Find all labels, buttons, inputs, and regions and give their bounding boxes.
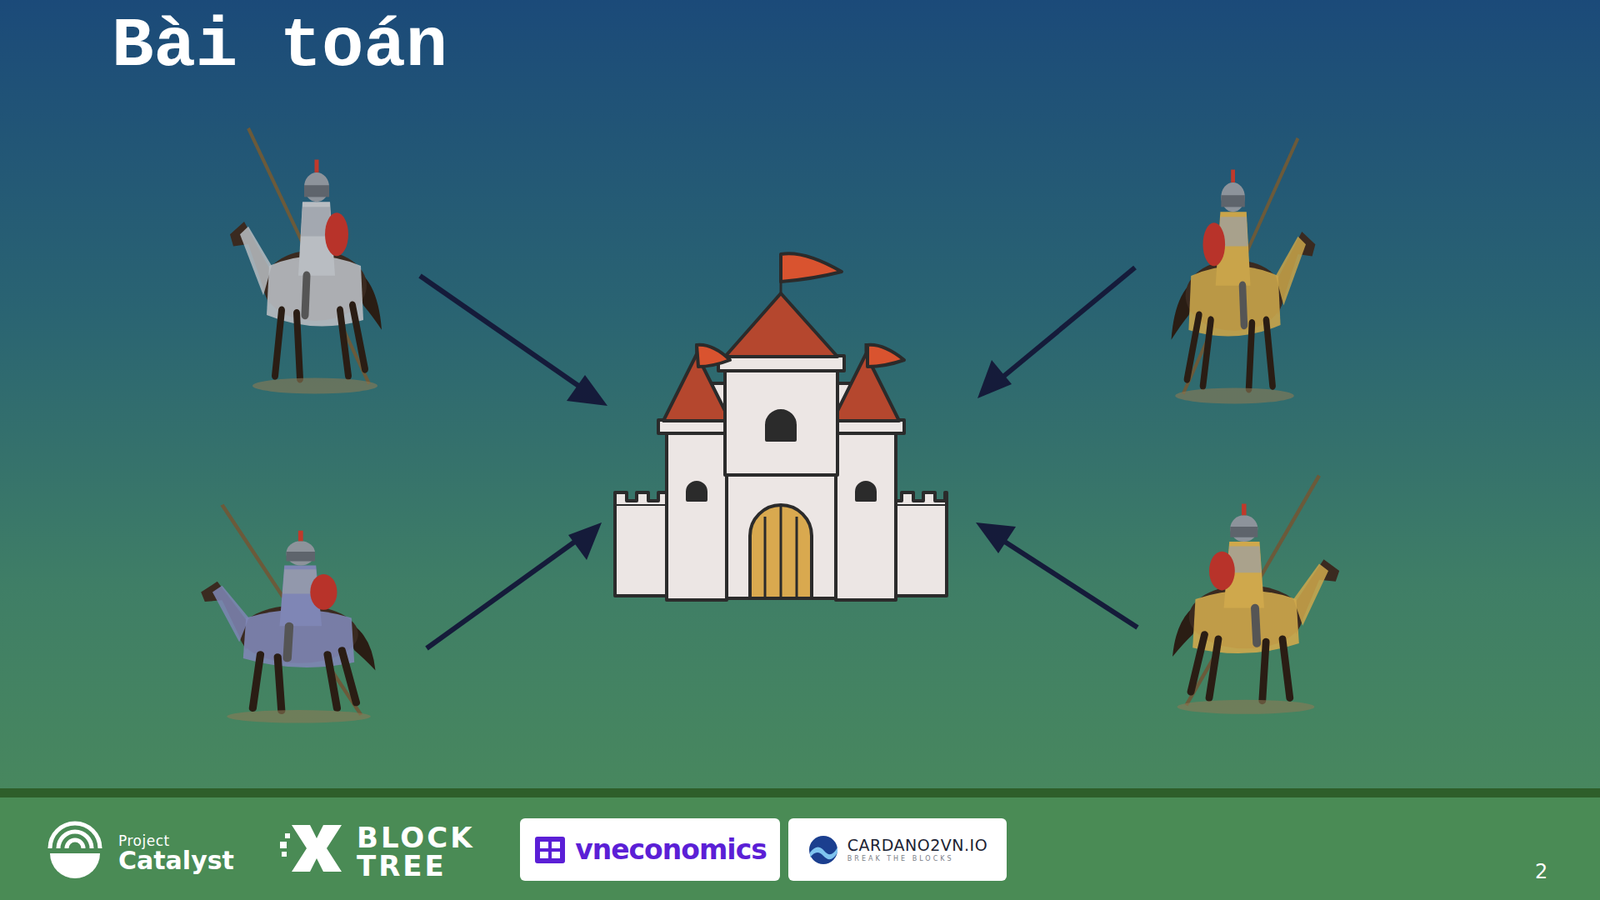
knight-bottom-left <box>200 505 375 724</box>
page-number: 2 <box>1535 861 1548 882</box>
knight-top-right <box>1171 138 1316 405</box>
logo-name: BLOCK <box>356 823 475 852</box>
logo-name: Catalyst <box>118 848 235 874</box>
blocktree-icon <box>280 825 352 872</box>
footer-band <box>0 797 1600 900</box>
logo-text: CARDANO2VN.IOBREAK THE BLOCKS <box>847 835 988 865</box>
knight-bottom-right <box>1172 475 1340 715</box>
logo-name: vneconomics <box>575 832 767 867</box>
slide-title: Bài toán <box>111 5 448 90</box>
footer-rule <box>0 788 1600 798</box>
logo-name: TREE <box>356 851 447 880</box>
vneconomics-icon <box>533 833 567 867</box>
cardano2vn-icon <box>807 834 840 866</box>
catalyst-icon <box>50 823 100 879</box>
castle <box>615 253 947 600</box>
logo-text: vneconomics <box>575 832 767 867</box>
cardano2vn-logo-box: CARDANO2VN.IOBREAK THE BLOCKS <box>788 818 1007 881</box>
knight-top-left <box>230 128 382 395</box>
attack-arrows <box>420 267 1138 649</box>
logo-tagline: BREAK THE BLOCKS <box>847 855 988 864</box>
vneconomics-logo-box: vneconomics <box>520 818 780 881</box>
logo-name: CARDANO2VN.IO <box>847 835 988 856</box>
logo-subtitle: Project <box>118 834 170 849</box>
